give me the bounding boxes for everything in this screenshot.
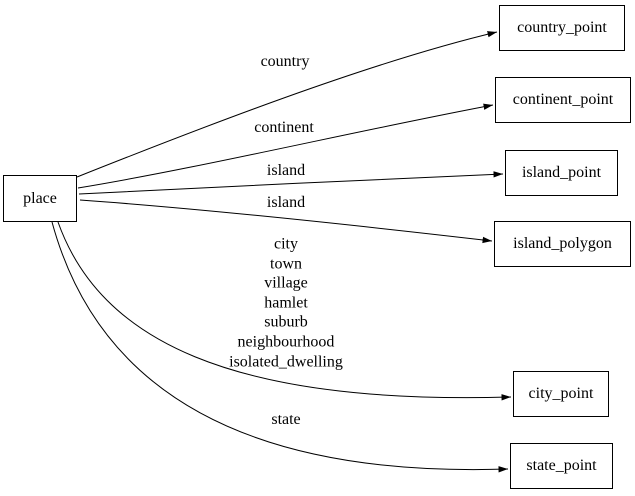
edge-place-to-island-point bbox=[78, 171, 504, 195]
node-island-point: island_point bbox=[505, 150, 618, 196]
edge-place-to-state-point bbox=[51, 221, 509, 473]
node-island-polygon: island_polygon bbox=[494, 221, 631, 267]
node-continent-point: continent_point bbox=[495, 77, 631, 123]
edge-label-island-polygon: island bbox=[266, 194, 306, 212]
edge-label-city-variants: city town village hamlet suburb neighbou… bbox=[229, 235, 343, 370]
node-place: place bbox=[3, 175, 77, 222]
edge-label-continent: continent bbox=[254, 119, 314, 137]
node-state-point: state_point bbox=[510, 443, 613, 489]
node-country-point: country_point bbox=[499, 5, 625, 51]
edge-place-to-continent-point bbox=[77, 103, 494, 189]
edge-place-to-island-polygon bbox=[79, 199, 493, 244]
node-city-point: city_point bbox=[513, 371, 609, 417]
edge-place-to-country-point bbox=[76, 31, 498, 178]
edge-label-state: state bbox=[271, 411, 301, 429]
edge-label-country: country bbox=[260, 53, 310, 71]
edge-label-island-point: island bbox=[266, 162, 306, 180]
edge-place-to-city-point bbox=[57, 221, 512, 401]
